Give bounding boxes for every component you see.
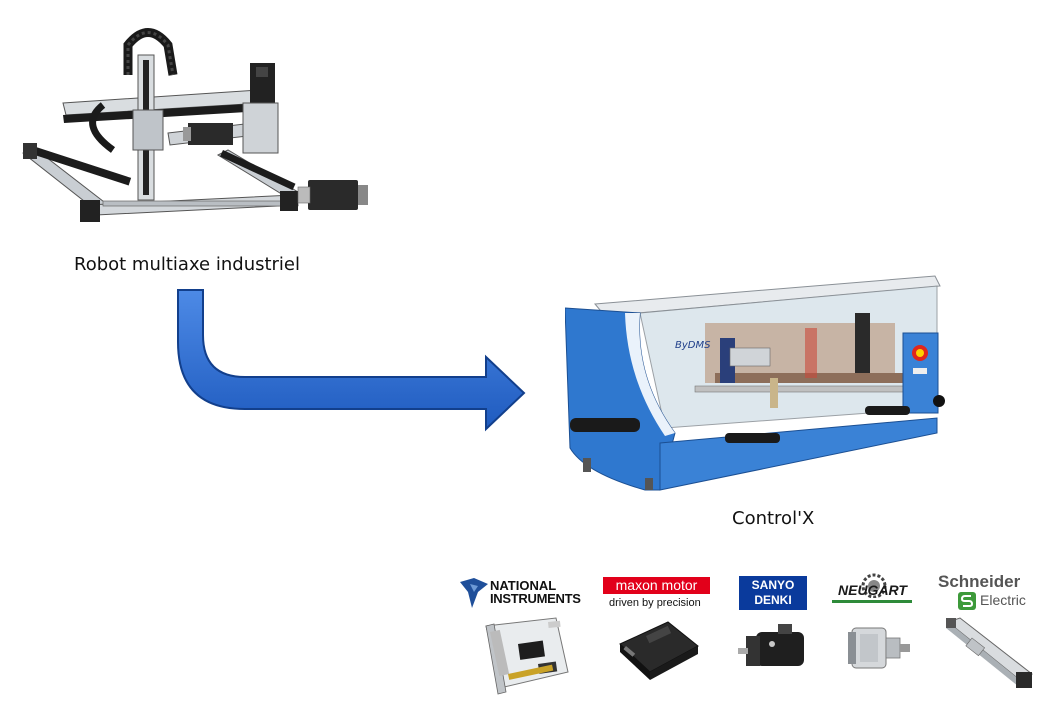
ni-line2: INSTRUMENTS	[490, 591, 581, 606]
schneider-line1: Schneider	[938, 572, 1021, 591]
maxon-motor-logo: maxon motor driven by precision	[603, 577, 711, 611]
schneider-s-icon	[958, 592, 976, 610]
servo-motor-image	[738, 624, 804, 666]
maxon-line1: maxon motor	[603, 577, 710, 594]
industrial-robot-image	[22, 28, 368, 222]
neugart-logo: NEUGART	[832, 572, 914, 612]
schneider-line2: Electric	[980, 592, 1026, 608]
linear-axis-image	[946, 617, 1033, 688]
controlx-caption: Control'X	[732, 508, 815, 529]
neugart-line1: NEUGART	[838, 582, 907, 598]
sanyo-denki-logo: SANYO DENKI	[739, 576, 807, 610]
bent-arrow	[177, 289, 526, 432]
neugart-gear-icon	[861, 573, 887, 598]
ni-eagle-icon	[460, 578, 488, 608]
ni-line1: NATIONAL	[490, 578, 557, 593]
neugart-underline	[832, 600, 912, 603]
gearbox-image	[848, 627, 910, 669]
schneider-electric-logo: Schneider Electric	[938, 572, 1042, 612]
robot-caption: Robot multiaxe industriel	[74, 254, 301, 275]
machine-badge: ByDMS	[675, 340, 711, 351]
controlx-machine-image: ByDMS	[565, 275, 945, 491]
sanyo-line2: DENKI	[754, 593, 792, 607]
motor-controller-image	[619, 621, 699, 680]
national-instruments-logo: NATIONAL INSTRUMENTS	[460, 578, 588, 610]
maxon-line2: driven by precision	[609, 597, 701, 609]
sanyo-line1: SANYO	[751, 578, 795, 592]
pcie-daq-card-image	[485, 617, 569, 695]
